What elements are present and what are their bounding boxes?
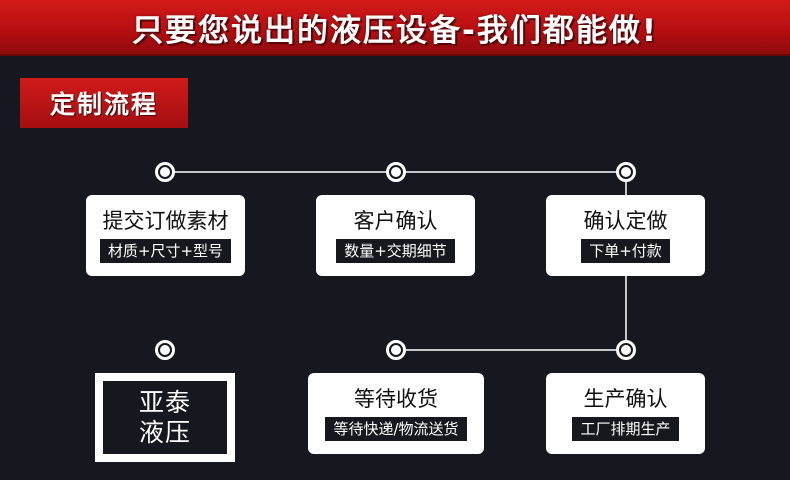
step-node-3 (616, 162, 636, 182)
brand-logo-inner: 亚泰 液压 (103, 381, 227, 454)
banner-title: 只要您说出的液压设备-我们都能做! (131, 12, 658, 49)
step-subtitle: 等待快递/物流送货 (325, 417, 467, 441)
brand-logo-line1: 亚泰 (138, 387, 191, 417)
step-node-2 (386, 162, 406, 182)
step-card-production: 生产确认 工厂排期生产 (546, 373, 705, 454)
section-label-text: 定制流程 (49, 90, 158, 119)
step-card-submit: 提交订做素材 材质+尺寸+型号 (86, 195, 245, 276)
step-title: 提交订做素材 (102, 209, 229, 233)
step-title: 确认定做 (583, 209, 668, 233)
step-subtitle: 工厂排期生产 (572, 417, 679, 441)
step-title: 客户确认 (353, 209, 438, 233)
step-card-confirm: 客户确认 数量+交期细节 (316, 195, 475, 276)
step-subtitle: 数量+交期细节 (336, 239, 455, 263)
brand-logo-line2: 液压 (138, 417, 191, 447)
step-subtitle: 材质+尺寸+型号 (99, 239, 232, 263)
step-node-4 (616, 340, 636, 360)
brand-logo: 亚泰 液压 (95, 373, 235, 462)
step-title: 等待收货 (354, 387, 438, 411)
step-card-receive: 等待收货 等待快递/物流送货 (308, 373, 484, 454)
step-node-logo (155, 340, 175, 360)
step-node-1 (155, 162, 175, 182)
step-title: 生产确认 (583, 387, 668, 411)
step-subtitle: 下单+付款 (581, 239, 670, 263)
top-banner: 只要您说出的液压设备-我们都能做! (0, 0, 790, 56)
step-card-order: 确认定做 下单+付款 (546, 195, 705, 276)
section-label: 定制流程 (20, 78, 188, 128)
step-node-5 (386, 340, 406, 360)
